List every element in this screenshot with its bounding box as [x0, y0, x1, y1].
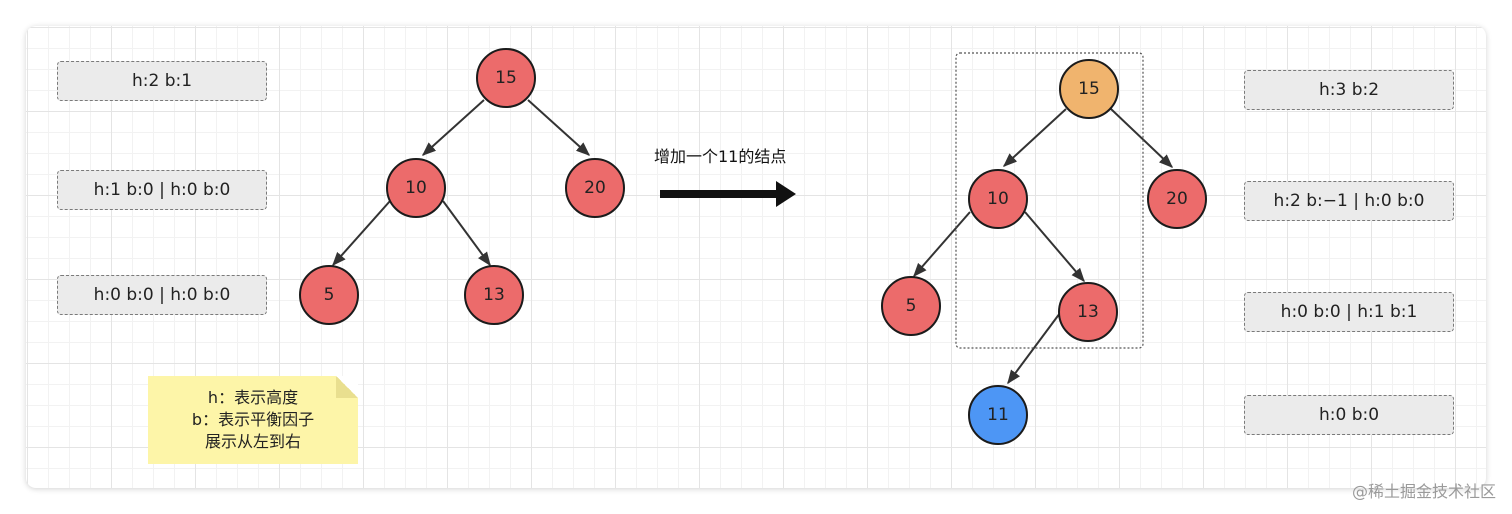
left-node-13: 13: [464, 265, 524, 325]
edge-l10-l13: [442, 200, 491, 267]
note-line-2: 展示从左到右: [204, 432, 301, 451]
left-level-label-0: h:2 b:1: [57, 61, 267, 101]
edge-l10-l5: [332, 200, 391, 267]
left-level-label-1: h:1 b:0 | h:0 b:0: [57, 170, 267, 210]
right-level-label-0: h:3 b:2: [1244, 70, 1454, 110]
left-node-10: 10: [386, 158, 446, 218]
edge-r13-r11: [1007, 312, 1061, 385]
right-level-label-3: h:0 b:0: [1244, 395, 1454, 435]
left-node-20: 20: [565, 158, 625, 218]
left-level-label-2: h:0 b:0 | h:0 b:0: [57, 275, 267, 315]
left-node-5: 5: [299, 265, 359, 325]
edge-l15-l10: [421, 99, 485, 156]
edge-r15-r20: [1110, 108, 1174, 168]
edge-r10-r5: [913, 211, 971, 278]
right-level-label-2: h:0 b:0 | h:1 b:1: [1244, 292, 1454, 332]
note-line-1: b：表示平衡因子: [191, 410, 315, 429]
right-node-10: 10: [968, 169, 1028, 229]
watermark: @稀土掘金技术社区: [1351, 482, 1496, 501]
transition-arrow-head: [776, 181, 796, 207]
subtree-highlight-box: [955, 52, 1144, 349]
note-line-0: h：表示高度: [207, 388, 299, 407]
right-node-5: 5: [881, 276, 941, 336]
right-node-20: 20: [1147, 169, 1207, 229]
right-node-15: 15: [1059, 59, 1119, 119]
left-node-15: 15: [476, 48, 536, 108]
edge-l15-l20: [527, 99, 591, 156]
edge-r10-r13: [1024, 211, 1085, 283]
edge-r15-r10: [1002, 108, 1067, 167]
note-fold: [336, 376, 358, 398]
right-level-label-1: h:2 b:−1 | h:0 b:0: [1244, 181, 1454, 221]
arrow-caption: 增加一个11的结点: [654, 147, 787, 166]
right-node-13: 13: [1058, 282, 1118, 342]
right-node-11: 11: [968, 385, 1028, 445]
legend-note: h：表示高度 b：表示平衡因子 展示从左到右: [148, 376, 358, 464]
